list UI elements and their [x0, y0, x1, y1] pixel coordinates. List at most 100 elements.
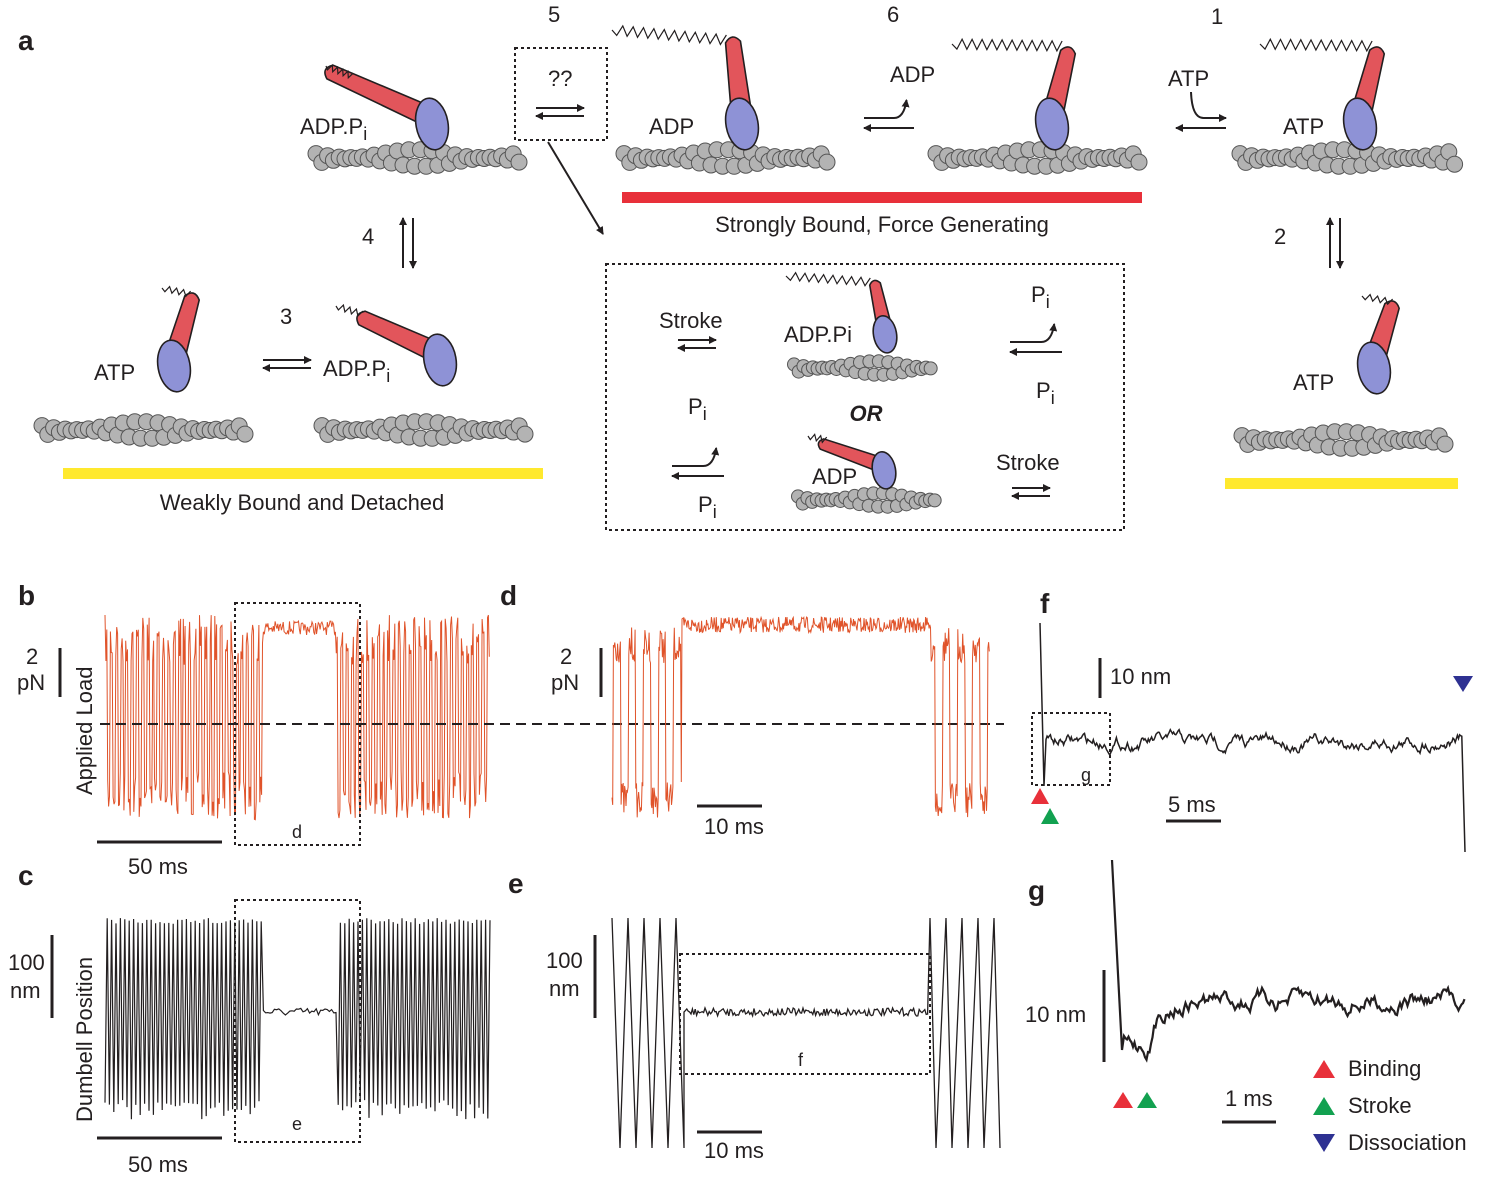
actin-inset-bottom [791, 486, 942, 514]
myosin-inset-top-head [872, 314, 898, 354]
f-box-label: g [1081, 765, 1091, 785]
e-zoom-box [679, 953, 931, 1075]
g-position-trace [1110, 859, 1466, 1063]
b-box-label: d [292, 822, 302, 842]
actin-top-3 [927, 141, 1148, 175]
step-1: 1 [1211, 4, 1223, 29]
myosin-inset-bottom [817, 438, 897, 490]
arrow-step1 [1175, 91, 1227, 132]
myosin-inset-bottom-lever [817, 438, 883, 472]
f-zoom-box [1031, 712, 1111, 786]
arrow-step2 [1326, 217, 1344, 269]
arrow-inset-pi-top [1009, 323, 1062, 356]
g-time-scale: 1 ms [1225, 1086, 1273, 1111]
d-time-scale: 10 ms [704, 814, 764, 839]
myosin-inset-top-lever [868, 279, 892, 327]
inset-box [605, 263, 1125, 531]
state-label-adp: ADP [649, 114, 694, 139]
inset-pointer-arrow [547, 141, 604, 235]
b-ylabel: Applied Load [72, 667, 97, 795]
e-box-label: f [798, 1050, 804, 1070]
spring-adppi-top [325, 63, 354, 80]
myosin-atp-strong-lever [1351, 46, 1386, 114]
myosin-atp-strong-head [1342, 97, 1378, 151]
d-force-trace [611, 615, 990, 818]
panel-label-b: b [18, 580, 35, 611]
legend-dissociation-label: Dissociation [1348, 1130, 1467, 1155]
step5-box [514, 47, 608, 141]
atp-binding-label: ATP [1168, 66, 1209, 91]
spring-inset-bottom [807, 433, 828, 444]
state-label-atp-detached: ATP [1293, 370, 1334, 395]
f-time-scale: 5 ms [1168, 792, 1216, 817]
myosin-inset-top [868, 279, 898, 354]
g-stroke-marker [1137, 1092, 1157, 1108]
legend-binding-marker [1313, 1060, 1335, 1078]
panel-label-a: a [18, 25, 34, 56]
f-binding-marker [1031, 788, 1049, 804]
myosin-adppi-weak-lever [356, 310, 438, 361]
inset-pi-in-top: Pi [1036, 378, 1055, 408]
myosin-adppi-top [324, 64, 450, 151]
f-scale-pos: 10 nm [1110, 664, 1171, 689]
inset-adppi-label: ADP.Pi [784, 322, 852, 347]
actin-weak-1 [33, 413, 254, 447]
panel-label-g: g [1028, 875, 1045, 906]
c-scale-pos-unit: nm [10, 978, 41, 1003]
inset-pi-out-top: Pi [1031, 282, 1050, 312]
f-position-trace [1039, 622, 1466, 853]
b-time-scale: 50 ms [128, 854, 188, 879]
actin-top-1 [307, 141, 528, 175]
c-scale-pos-value: 100 [8, 950, 45, 975]
myosin-adp [724, 36, 760, 151]
arrow-step6 [863, 99, 914, 132]
actin-inset-top [787, 354, 938, 382]
legend-stroke-label: Stroke [1348, 1093, 1412, 1118]
c-ylabel: Dumbell Position [72, 957, 97, 1122]
arrow-step3 [262, 356, 312, 372]
myosin-atp-weak-head [156, 339, 192, 393]
myosin-adp-head [724, 97, 760, 151]
f-stroke-marker [1041, 808, 1059, 824]
b-force-trace [104, 614, 490, 821]
c-box-label: e [292, 1114, 302, 1134]
myosin-adp-released-head [1034, 97, 1070, 151]
spring-adppi-weak [335, 303, 364, 318]
b-scale-force-value: 2 [26, 644, 38, 669]
panel-label-e: e [508, 868, 524, 899]
weak-bound-bar-left [63, 468, 543, 479]
myosin-atp-weak [156, 292, 201, 393]
inset-pi-in-bottom: Pi [698, 492, 717, 522]
legend-stroke-marker [1313, 1097, 1335, 1115]
step-2: 2 [1274, 224, 1286, 249]
inset-stroke-top: Stroke [659, 308, 723, 333]
step-5: 5 [548, 2, 560, 27]
c-zoom-box [234, 899, 361, 1143]
myosin-adppi-weak-head [422, 333, 458, 387]
e-scale-pos-value: 100 [546, 948, 583, 973]
d-scale-force-unit: pN [551, 670, 579, 695]
spring-adp [611, 24, 727, 46]
e-position-trace [611, 917, 1001, 1149]
strong-bound-bar [622, 192, 1142, 203]
step-4: 4 [362, 224, 374, 249]
g-scale-pos: 10 nm [1025, 1002, 1086, 1027]
actin-weak-2 [313, 413, 534, 447]
arrow-inset-stroke-bottom [1011, 484, 1051, 500]
panel-label-c: c [18, 860, 34, 891]
step-3: 3 [280, 304, 292, 329]
myosin-adp-released-lever [1043, 46, 1077, 114]
actin-top-4 [1231, 141, 1464, 175]
step-6: 6 [887, 2, 899, 27]
myosin-adppi-weak [356, 310, 458, 387]
arrow-step5 [535, 104, 585, 120]
e-time-scale: 10 ms [704, 1138, 764, 1163]
scheme-panel [33, 24, 1464, 531]
inset-adp-label: ADP [812, 464, 857, 489]
trace-panels [50, 602, 1473, 1149]
state-label-adppi-weak: ADP.Pi [323, 356, 390, 386]
actin-detached [1233, 423, 1454, 457]
f-dissociation-marker [1453, 676, 1473, 692]
spring-atp-weak [161, 285, 192, 298]
panel-label-d: d [500, 580, 517, 611]
